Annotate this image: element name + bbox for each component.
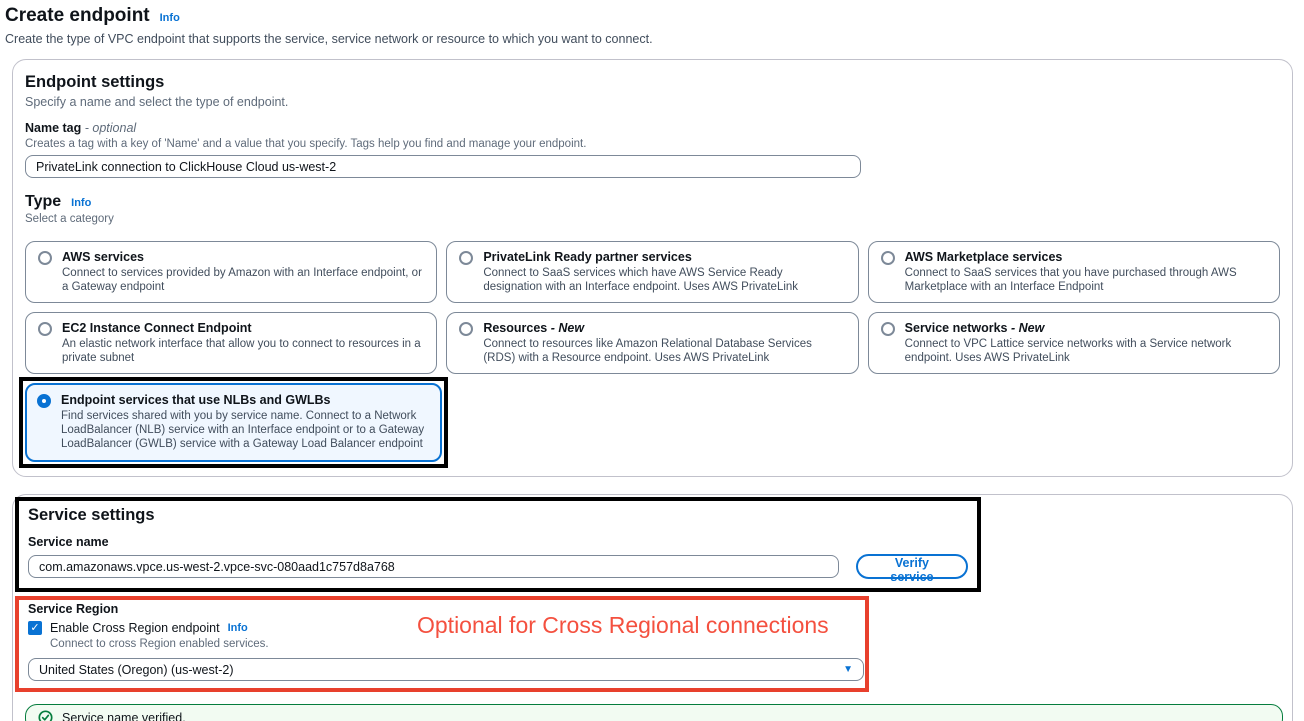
option-description: Connect to VPC Lattice service networks …	[904, 338, 1232, 364]
name-tag-optional-text: - optional	[84, 121, 137, 135]
endpoint-settings-title: Endpoint settings	[25, 73, 165, 91]
black-highlight-box-selected-option: Endpoint services that use NLBs and GWLB…	[19, 377, 448, 468]
option-description: Find services shared with you by service…	[61, 410, 425, 450]
type-option-aws-marketplace-services[interactable]: AWS Marketplace services Connect to SaaS…	[867, 241, 1280, 303]
radio-icon[interactable]	[38, 322, 52, 336]
option-title-text: PrivateLink Ready partner services	[483, 250, 692, 264]
option-title: Endpoint services that use NLBs and GWLB…	[61, 392, 428, 408]
type-option-privatelink-partner-services[interactable]: PrivateLink Ready partner services Conne…	[446, 241, 859, 303]
option-title-text: Resources	[483, 321, 548, 335]
success-check-icon	[38, 710, 53, 721]
option-title-text: Service networks	[904, 321, 1008, 335]
service-verified-banner: Service name verified.	[25, 704, 1283, 721]
chevron-down-icon: ▼	[843, 664, 853, 675]
option-description: Connect to resources like Amazon Relatio…	[483, 338, 812, 364]
cross-region-checkbox[interactable]: ✓	[28, 621, 42, 635]
radio-icon[interactable]	[880, 251, 895, 265]
type-info-link[interactable]: Info	[71, 197, 92, 209]
service-settings-card: Service settings Service name Verify ser…	[12, 494, 1293, 721]
type-option-resources[interactable]: Resources - New Connect to resources lik…	[446, 312, 859, 374]
radio-selected-icon[interactable]	[37, 394, 51, 408]
service-region-selected-value: United States (Oregon) (us-west-2)	[39, 662, 234, 677]
option-new-badge: - New	[550, 321, 585, 335]
page-title: Create endpoint	[5, 5, 150, 26]
option-description: Connect to SaaS services which have AWS …	[483, 267, 799, 293]
service-region-select[interactable]: United States (Oregon) (us-west-2) ▼	[28, 658, 864, 681]
option-title: Resources - New	[483, 320, 843, 336]
option-title-text: AWS services	[62, 250, 144, 264]
option-title: PrivateLink Ready partner services	[483, 249, 843, 265]
option-title: AWS Marketplace services	[905, 249, 1265, 265]
option-title-text: AWS Marketplace services	[904, 250, 1063, 264]
name-tag-label-text: Name tag	[25, 121, 82, 135]
type-option-endpoint-services-nlb-gwlb[interactable]: Endpoint services that use NLBs and GWLB…	[25, 383, 442, 462]
page-description: Create the type of VPC endpoint that sup…	[5, 32, 653, 46]
service-settings-title: Service settings	[28, 506, 155, 524]
cross-region-checkbox-label: Enable Cross Region endpoint	[50, 621, 220, 635]
page-header: Create endpoint Info Create the type of …	[5, 5, 1294, 46]
radio-icon[interactable]	[880, 322, 895, 336]
type-help: Select a category	[25, 213, 114, 225]
type-option-ec2-instance-connect-endpoint[interactable]: EC2 Instance Connect Endpoint An elastic…	[25, 312, 438, 374]
type-options-grid: AWS services Connect to services provide…	[25, 241, 1280, 374]
annotation-optional-cross-region-note: Optional for Cross Regional connections	[417, 612, 829, 638]
option-title-text: Endpoint services that use NLBs and GWLB…	[61, 393, 331, 407]
service-name-input[interactable]	[28, 555, 839, 578]
radio-icon[interactable]	[38, 251, 52, 265]
option-new-badge: - New	[1010, 321, 1045, 335]
name-tag-help: Creates a tag with a key of 'Name' and a…	[25, 138, 587, 150]
option-description: An elastic network interface that allow …	[62, 338, 421, 364]
endpoint-settings-description: Specify a name and select the type of en…	[25, 95, 289, 109]
cross-region-info-link[interactable]: Info	[227, 622, 248, 634]
service-verified-banner-text: Service name verified.	[62, 710, 186, 721]
name-tag-input[interactable]	[25, 155, 861, 178]
option-title-text: EC2 Instance Connect Endpoint	[62, 321, 252, 335]
radio-icon[interactable]	[459, 251, 474, 265]
option-title: Service networks - New	[905, 320, 1265, 336]
type-option-service-networks[interactable]: Service networks - New Connect to VPC La…	[867, 312, 1280, 374]
red-highlight-box-service-region: Service Region ✓ Enable Cross Region end…	[15, 596, 869, 692]
radio-icon[interactable]	[459, 322, 474, 336]
page-info-link[interactable]: Info	[159, 12, 180, 24]
type-title: Type	[25, 193, 62, 210]
type-option-aws-services[interactable]: AWS services Connect to services provide…	[25, 241, 438, 303]
name-tag-label: Name tag - optional	[25, 121, 1280, 136]
option-description: Connect to services provided by Amazon w…	[62, 267, 422, 293]
option-title: AWS services	[62, 249, 422, 265]
black-highlight-box-service-settings: Service settings Service name Verify ser…	[15, 497, 981, 592]
option-title: EC2 Instance Connect Endpoint	[62, 320, 422, 336]
verify-service-button[interactable]: Verify service	[855, 554, 968, 584]
service-name-label: Service name	[28, 535, 109, 549]
cross-region-help: Connect to cross Region enabled services…	[50, 638, 269, 650]
option-description: Connect to SaaS services that you have p…	[904, 267, 1237, 293]
service-region-label: Service Region	[28, 602, 119, 616]
endpoint-settings-card: Endpoint settings Specify a name and sel…	[12, 59, 1293, 477]
